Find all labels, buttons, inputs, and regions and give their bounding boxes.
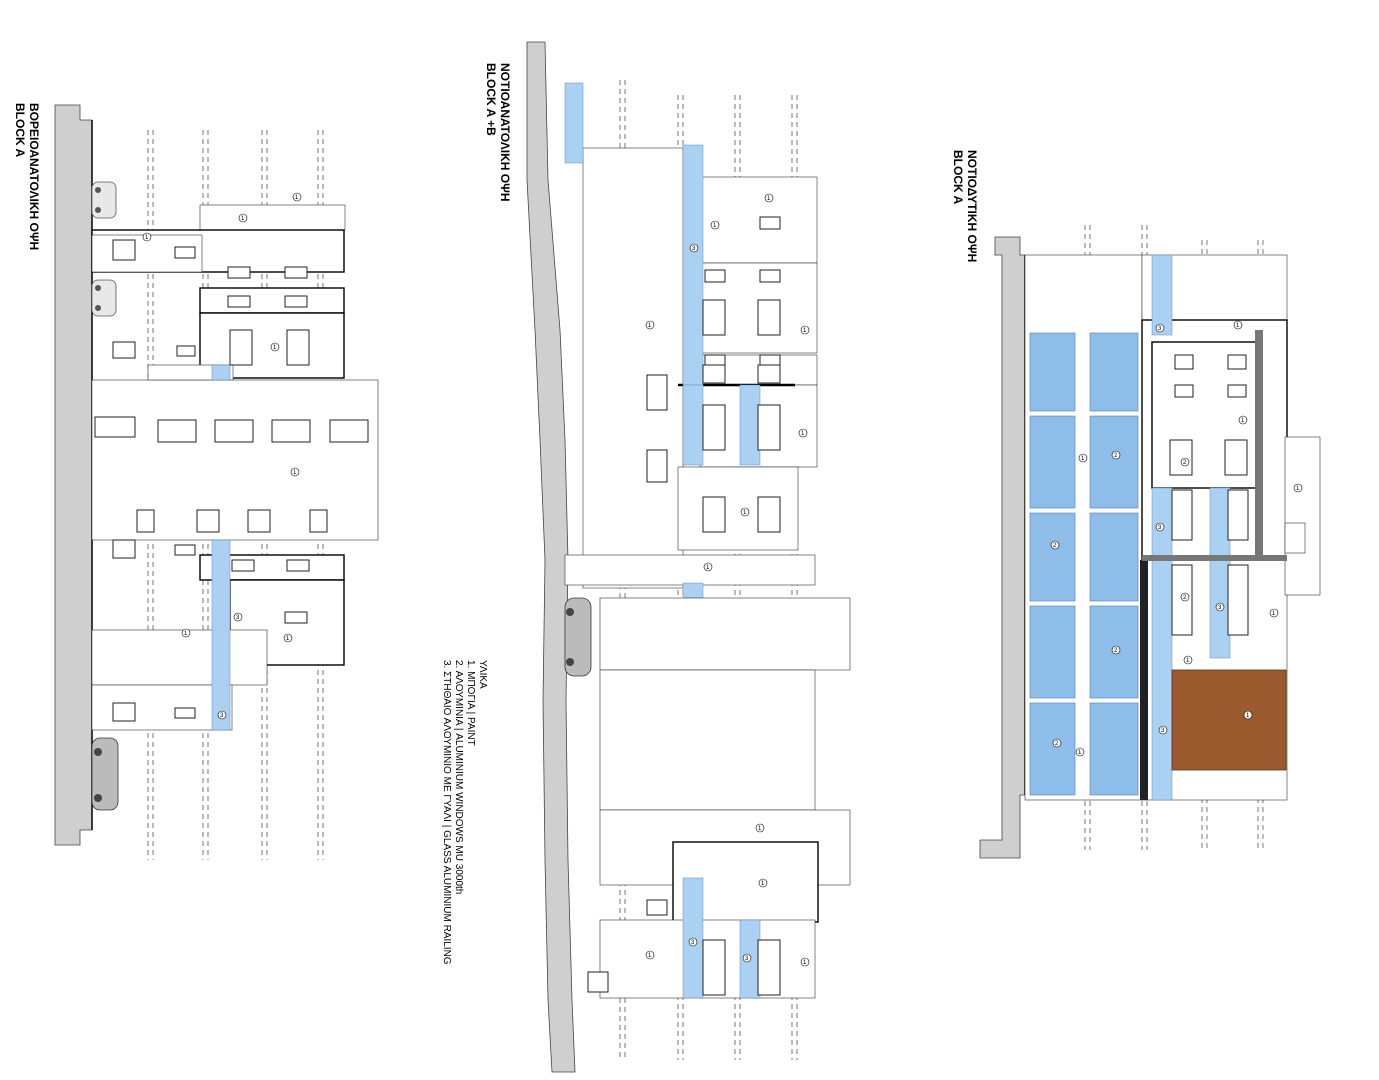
sw-material-tags: 1 3 1 2 1 2 1 3 2 2 3 1 2 1 bbox=[1050, 320, 1303, 757]
sw-glass-strip-2 bbox=[1151, 487, 1173, 801]
svg-text:1: 1 bbox=[706, 565, 710, 571]
svg-text:3: 3 bbox=[236, 615, 240, 621]
svg-text:3: 3 bbox=[745, 956, 749, 962]
se-windows bbox=[587, 216, 781, 996]
ne-material-tags: 1 1 1 1 1 1 1 3 3 bbox=[142, 192, 302, 720]
title-sw-elevation: ΝΟΤΙΟΔΥΤΙΚΗ ΟΨΗ BLOCK A bbox=[951, 150, 979, 262]
materials-legend: ΥΛΙΚΑ 1. ΜΠΟΓΙΑ | PAINT 2. ΑΛΟΥΜΙΝΙΑ | A… bbox=[441, 660, 488, 965]
ne-volume-2 bbox=[199, 287, 345, 314]
ne-glass-railing-1 bbox=[211, 364, 231, 381]
se-material-tags: 1 1 3 1 1 1 1 1 1 1 1 1 3 3 bbox=[645, 193, 810, 967]
svg-text:1: 1 bbox=[803, 328, 807, 334]
svg-text:1: 1 bbox=[767, 196, 771, 202]
svg-text:2: 2 bbox=[1183, 460, 1187, 466]
svg-text:3: 3 bbox=[692, 246, 696, 252]
svg-text:1: 1 bbox=[1186, 658, 1190, 664]
svg-text:1: 1 bbox=[295, 195, 299, 201]
svg-text:1: 1 bbox=[801, 431, 805, 437]
ne-glass-railing-2 bbox=[211, 539, 231, 731]
svg-text:1: 1 bbox=[1296, 486, 1300, 492]
svg-text:2: 2 bbox=[1114, 453, 1118, 459]
svg-text:1: 1 bbox=[648, 953, 652, 959]
svg-text:1: 1 bbox=[1241, 418, 1245, 424]
title-se-elevation: ΝΟΤΙΟΑΝΑΤΟΛΙΚΗ ΟΨΗ BLOCK A +B bbox=[484, 63, 512, 202]
svg-text:1: 1 bbox=[145, 235, 149, 241]
svg-text:3: 3 bbox=[691, 940, 695, 946]
se-elevation: 1 1 3 1 1 1 1 1 1 1 1 1 3 3 bbox=[526, 41, 851, 1073]
sw-elevation: 1 3 1 2 1 2 1 3 2 2 3 1 2 1 bbox=[979, 225, 1321, 859]
svg-text:1: 1 bbox=[803, 960, 807, 966]
sw-wood-cladding bbox=[1171, 669, 1287, 771]
svg-text:2: 2 bbox=[1053, 543, 1057, 549]
ne-central-block bbox=[91, 379, 379, 541]
sw-glass-strip-1 bbox=[1151, 254, 1173, 336]
svg-text:1: 1 bbox=[286, 636, 290, 642]
se-glass-railing-top bbox=[564, 82, 584, 164]
se-terrain-section bbox=[526, 41, 576, 1073]
svg-text:1: 1 bbox=[761, 881, 765, 887]
title-ne-line2: BLOCK A bbox=[13, 103, 27, 158]
title-ne-line1: ΒΟΡΕΙΟΑΝΑΤΟΛΙΚΗ ΟΨΗ bbox=[27, 103, 41, 250]
svg-text:2: 2 bbox=[1183, 595, 1187, 601]
svg-text:1: 1 bbox=[648, 323, 652, 329]
svg-text:3: 3 bbox=[1158, 326, 1162, 332]
svg-text:2: 2 bbox=[1114, 648, 1118, 654]
sw-ground-section bbox=[979, 236, 1026, 859]
ne-elevation: 1 1 1 1 1 1 1 3 3 bbox=[54, 104, 379, 860]
title-se-line1: ΝΟΤΙΟΑΝΑΤΟΛΙΚΗ ΟΨΗ bbox=[498, 63, 512, 202]
svg-text:1: 1 bbox=[758, 826, 762, 832]
se-lower-volume-1 bbox=[599, 597, 851, 671]
svg-text:1: 1 bbox=[293, 470, 297, 476]
se-upper-volume-1 bbox=[699, 176, 818, 264]
se-car-icon bbox=[564, 597, 592, 677]
legend-item-windows: 2. ΑΛΟΥΜΙΝΙΑ | ALUMINIUM WINDOWS MU 3000… bbox=[453, 660, 464, 894]
svg-text:3: 3 bbox=[1158, 525, 1162, 531]
svg-text:1: 1 bbox=[1078, 750, 1082, 756]
title-sw-line1: ΝΟΤΙΟΔΥΤΙΚΗ ΟΨΗ bbox=[965, 150, 979, 262]
svg-text:1: 1 bbox=[713, 223, 717, 229]
svg-text:3: 3 bbox=[1218, 605, 1222, 611]
title-se-line2: BLOCK A +B bbox=[484, 63, 498, 136]
svg-text:3: 3 bbox=[220, 713, 224, 719]
svg-text:1: 1 bbox=[241, 216, 245, 222]
svg-text:1: 1 bbox=[273, 345, 277, 351]
legend-item-railing: 3. ΣΤΗΘΑΙΟ ΑΛΟΥΜΙΝΙΟ ΜΕ ΓΥΑΛΙ | GLASS AL… bbox=[441, 660, 452, 965]
svg-text:1: 1 bbox=[743, 510, 747, 516]
ne-car-icon-3 bbox=[91, 737, 119, 811]
svg-text:2: 2 bbox=[1055, 741, 1059, 747]
ne-car-icon-1 bbox=[91, 181, 117, 219]
se-glass-strip-2 bbox=[682, 384, 704, 466]
ne-ground-section bbox=[54, 104, 93, 846]
sw-glass-strip-3 bbox=[1209, 487, 1231, 659]
svg-text:1: 1 bbox=[1081, 456, 1085, 462]
ne-windows bbox=[94, 239, 369, 722]
sw-glazing-panels bbox=[1029, 332, 1139, 796]
ne-volume-top-bg bbox=[199, 204, 346, 231]
svg-text:1: 1 bbox=[1246, 713, 1250, 719]
title-ne-elevation: ΒΟΡΕΙΟΑΝΑΤΟΛΙΚΗ ΟΨΗ BLOCK A bbox=[13, 103, 41, 250]
svg-text:1: 1 bbox=[1236, 323, 1240, 329]
legend-item-paint: 1. ΜΠΟΓΙΑ | PAINT bbox=[465, 660, 476, 746]
sw-windows bbox=[1169, 354, 1249, 636]
legend-heading: ΥΛΙΚΑ bbox=[477, 660, 488, 689]
svg-text:3: 3 bbox=[1161, 728, 1165, 734]
se-glass-strip-3 bbox=[739, 384, 761, 466]
se-glass-strip-1 bbox=[682, 144, 704, 386]
svg-text:1: 1 bbox=[1272, 611, 1276, 617]
ne-car-icon-2 bbox=[91, 279, 117, 317]
title-sw-line2: BLOCK A bbox=[951, 150, 965, 205]
svg-text:1: 1 bbox=[184, 631, 188, 637]
